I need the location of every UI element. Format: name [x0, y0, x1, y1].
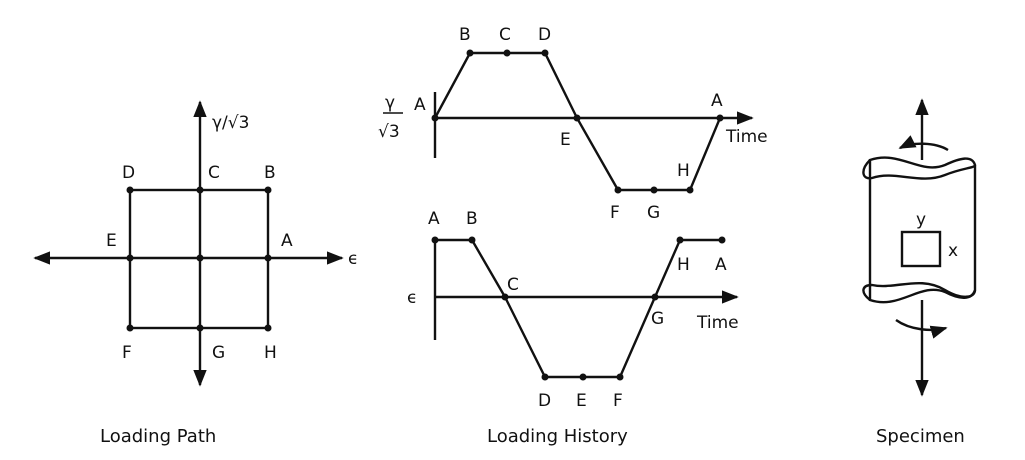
strain-history-plot: ϵ A B C D E F G H A Time Loading History: [407, 209, 739, 447]
point-label: A: [715, 255, 727, 275]
point-label-d: D: [122, 163, 135, 183]
specimen-caption: Specimen: [876, 426, 965, 447]
loading-path-caption: Loading Path: [100, 426, 216, 447]
point-label: F: [610, 203, 620, 223]
point-label-e: E: [106, 231, 117, 251]
point-label: D: [538, 25, 551, 45]
point-label: A: [428, 209, 440, 229]
epsilon-axis-label: ϵ: [348, 249, 358, 269]
point-label-b: B: [264, 163, 276, 183]
point-label: H: [677, 161, 690, 181]
specimen-x-label: x: [948, 241, 958, 261]
torque-top-icon: [898, 135, 949, 152]
point-label: E: [576, 391, 587, 411]
shear-label-num: γ: [385, 93, 395, 113]
point-label: C: [507, 275, 519, 295]
point-label: B: [466, 209, 478, 229]
point-label-h: H: [264, 343, 277, 363]
loading-history-caption: Loading History: [487, 426, 628, 447]
strain-time-label: Time: [696, 313, 739, 333]
point-label: C: [499, 25, 511, 45]
element-square: [900, 230, 942, 268]
specimen-y-label: y: [916, 210, 926, 230]
point-label-f: F: [122, 343, 132, 363]
shear-time-label: Time: [725, 127, 768, 147]
strain-label: ϵ: [407, 288, 417, 308]
path-points: [126, 186, 272, 332]
cylinder-top-edge: [862, 159, 977, 180]
specimen-panel: y x Specimen: [862, 98, 977, 447]
point-label: B: [459, 25, 471, 45]
torque-bottom-icon: [895, 319, 948, 339]
point-label: H: [677, 255, 690, 275]
point-label: A: [711, 91, 723, 111]
point-label-c: C: [208, 163, 220, 183]
point-label: G: [651, 309, 664, 329]
shear-label-den: √3: [378, 122, 400, 142]
point-label-a: A: [281, 231, 293, 251]
cylinder-bottom-edge: [862, 282, 977, 301]
point-label: E: [560, 130, 571, 150]
point-label: D: [538, 391, 551, 411]
shear-history-plot: γ √3 A B C D E F G H A Time: [378, 25, 768, 223]
point-label-g: G: [212, 343, 225, 363]
point-label: A: [414, 95, 426, 115]
point-label: G: [647, 203, 660, 223]
loading-path-panel: γ/√3 ϵ D C B E A F G H Loading Path: [33, 100, 358, 447]
point-label: F: [613, 391, 623, 411]
gamma-axis-label: γ/√3: [212, 113, 249, 133]
